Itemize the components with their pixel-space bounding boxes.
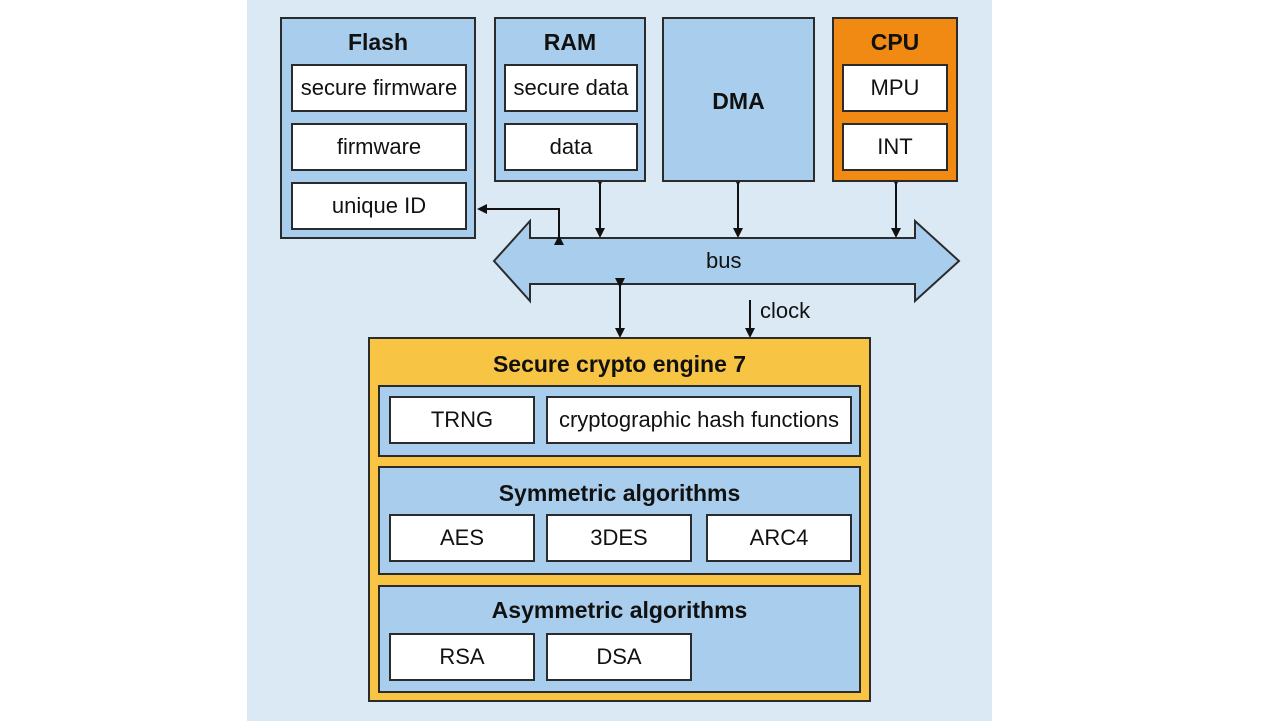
flash-firmware: firmware xyxy=(291,123,467,171)
ram-secure-data: secure data xyxy=(504,64,638,112)
rsa: RSA xyxy=(389,633,535,681)
cpu-mpu: MPU xyxy=(842,64,948,112)
cpu-int: INT xyxy=(842,123,948,171)
flash-title: Flash xyxy=(347,29,409,55)
dma-title: DMA xyxy=(712,88,765,114)
flash-block: Flash secure firmware firmware unique ID xyxy=(280,17,476,239)
connection-arrows xyxy=(477,176,961,338)
aes: AES xyxy=(389,514,535,562)
diagram-canvas: bus clock Flash secure firmware firmware… xyxy=(247,0,992,721)
asymmetric-title: Asymmetric algorithms xyxy=(491,597,748,623)
flash-secure-firmware: secure firmware xyxy=(291,64,467,112)
flash-unique-id: unique ID xyxy=(291,182,467,230)
arc4: ARC4 xyxy=(706,514,852,562)
cpu-title: CPU xyxy=(870,29,920,55)
symmetric-title: Symmetric algorithms xyxy=(498,480,741,506)
ram-title: RAM xyxy=(543,29,597,55)
ram-data: data xyxy=(504,123,638,171)
flash-bus-arrow xyxy=(477,204,564,245)
engine-primitives-group: TRNG cryptographic hash functions xyxy=(378,385,861,457)
crypto-engine-title: Secure crypto engine 7 xyxy=(492,351,747,377)
cpu-block: CPU MPU INT xyxy=(832,17,958,182)
ram-block: RAM secure data data xyxy=(494,17,646,182)
bus-label: bus xyxy=(706,248,742,273)
asymmetric-group: Asymmetric algorithms RSA DSA xyxy=(378,585,861,693)
dsa: DSA xyxy=(546,633,692,681)
symmetric-group: Symmetric algorithms AES 3DES ARC4 xyxy=(378,466,861,575)
crypto-engine-block: Secure crypto engine 7 TRNG cryptographi… xyxy=(368,337,871,702)
3des: 3DES xyxy=(546,514,692,562)
trng: TRNG xyxy=(389,396,535,444)
clock-label: clock xyxy=(760,298,811,323)
dma-block: DMA xyxy=(662,17,815,182)
hash-functions: cryptographic hash functions xyxy=(546,396,852,444)
